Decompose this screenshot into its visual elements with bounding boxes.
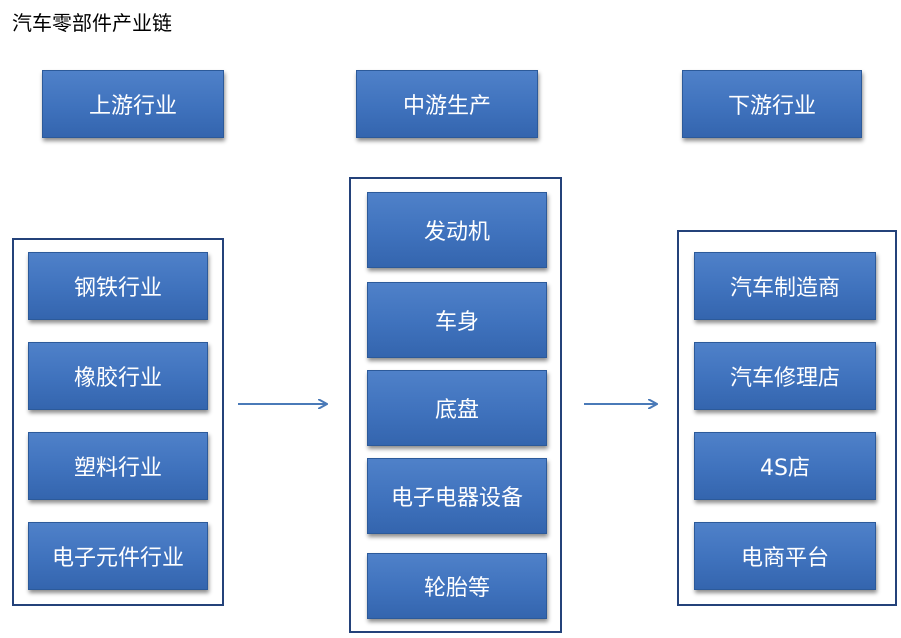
downstream-item-repair-shop: 汽车修理店 [694, 342, 876, 410]
upstream-item-electronic-components: 电子元件行业 [28, 522, 208, 590]
downstream-item-ecommerce-platform: 电商平台 [694, 522, 876, 590]
downstream-item-4s-store: 4S店 [694, 432, 876, 500]
upstream-group-frame [12, 238, 224, 606]
midstream-item-chassis: 底盘 [367, 370, 547, 446]
upstream-item-steel: 钢铁行业 [28, 252, 208, 320]
downstream-group-frame [677, 230, 897, 606]
upstream-item-plastic: 塑料行业 [28, 432, 208, 500]
header-upstream: 上游行业 [42, 70, 224, 138]
downstream-item-automaker: 汽车制造商 [694, 252, 876, 320]
header-midstream: 中游生产 [356, 70, 538, 138]
upstream-item-rubber: 橡胶行业 [28, 342, 208, 410]
midstream-item-electrical-equipment: 电子电器设备 [367, 458, 547, 534]
midstream-item-tires: 轮胎等 [367, 553, 547, 619]
diagram-title: 汽车零部件产业链 [12, 11, 172, 35]
header-downstream: 下游行业 [682, 70, 862, 138]
midstream-group-frame [349, 177, 562, 633]
midstream-item-body: 车身 [367, 282, 547, 358]
midstream-item-engine: 发动机 [367, 192, 547, 268]
